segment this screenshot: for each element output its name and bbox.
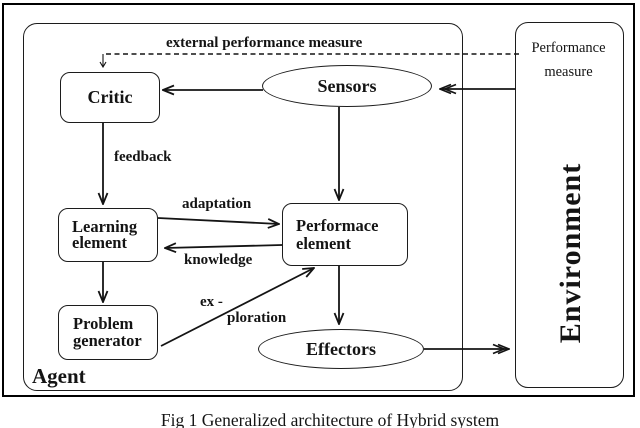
exploration-label-line2: ploration xyxy=(227,310,287,326)
environment-box xyxy=(515,22,624,388)
performance-measure-box: Performance measure xyxy=(519,31,618,88)
learning-element-box: Learning element xyxy=(58,208,158,262)
figure-border xyxy=(2,3,635,397)
critic-label: Critic xyxy=(87,87,133,107)
external-performance-measure-label: external performance measure xyxy=(166,35,363,51)
critic-box: Critic xyxy=(60,72,160,123)
exploration-label-line1: ex - xyxy=(200,294,223,310)
effectors-label: Effectors xyxy=(306,338,376,359)
learning-element-line2: element xyxy=(72,233,127,252)
environment-label: Environment xyxy=(554,162,587,344)
problem-generator-line1: Problem xyxy=(73,314,134,333)
learning-element-line1: Learning xyxy=(72,216,138,236)
sensors-ellipse: Sensors xyxy=(262,65,432,107)
performance-element-line1: Performace xyxy=(296,216,379,235)
performance-measure-line2: measure xyxy=(544,63,593,80)
performance-measure-line1: Performance xyxy=(531,39,606,56)
figure-caption: Fig 1 Generalized architecture of Hybrid… xyxy=(160,410,500,428)
knowledge-label: knowledge xyxy=(184,252,253,268)
problem-generator-box: Problem generator xyxy=(58,305,158,360)
agent-label: Agent xyxy=(32,364,86,388)
feedback-label: feedback xyxy=(114,149,172,165)
problem-generator-line2: generator xyxy=(73,330,142,350)
performance-element-line2: element xyxy=(296,233,351,253)
sensors-label: Sensors xyxy=(317,75,377,96)
adaptation-label: adaptation xyxy=(182,196,252,212)
performance-element-box: Performace element xyxy=(282,203,408,266)
effectors-ellipse: Effectors xyxy=(258,329,424,369)
